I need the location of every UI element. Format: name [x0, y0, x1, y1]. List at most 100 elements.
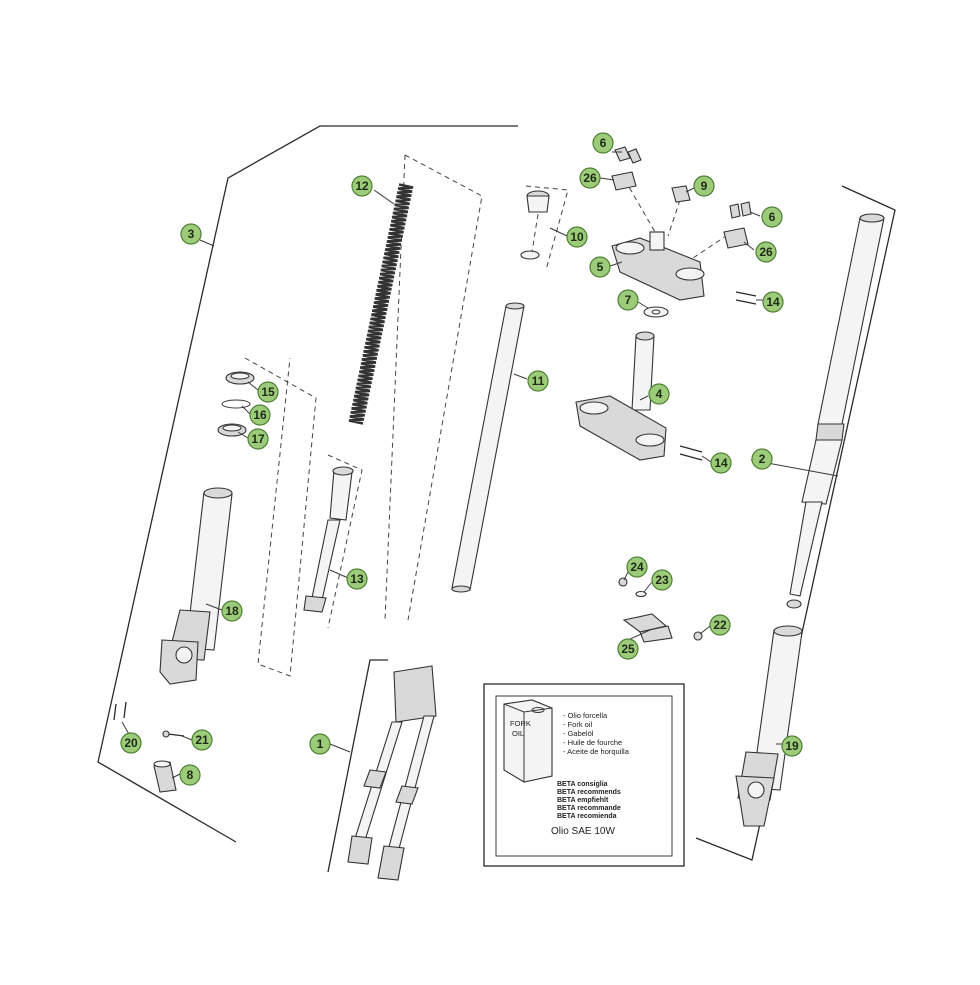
- cartridge-dashed-box: [244, 357, 363, 677]
- bracket-25: [622, 613, 673, 643]
- can-label-2: OIL: [512, 729, 524, 738]
- spring-12: [348, 183, 414, 425]
- oil-name-fr: - Huile de fourche: [563, 738, 622, 747]
- callout-badge: 7: [617, 289, 639, 311]
- can-label-1: FORK: [510, 719, 531, 728]
- svg-text:16: 16: [253, 408, 267, 422]
- oil-grade: Olio SAE 10W: [551, 826, 615, 837]
- nut-9: [671, 185, 691, 203]
- svg-text:15: 15: [261, 385, 275, 399]
- callout-badge: 21: [191, 729, 213, 751]
- svg-text:14: 14: [714, 456, 728, 470]
- svg-text:6: 6: [600, 136, 607, 150]
- svg-text:18: 18: [225, 604, 239, 618]
- callout-badge: 12: [351, 175, 373, 197]
- callout-badge: 8: [179, 764, 201, 786]
- callout-badge: 6: [761, 206, 783, 228]
- callout-badge: 10: [566, 226, 588, 248]
- oil-can-icon: FORK OIL: [503, 699, 553, 783]
- callout-badges: 1 2 3 4 5 6 6 7 8 9 10 11 12 13 14 14 15…: [120, 132, 803, 786]
- svg-text:9: 9: [701, 179, 708, 193]
- svg-text:23: 23: [655, 573, 669, 587]
- group-2-outline: [695, 185, 896, 861]
- svg-text:8: 8: [187, 768, 194, 782]
- callout-badge: 20: [120, 732, 142, 754]
- callout-badge: 2: [751, 448, 773, 470]
- callout-badge: 16: [249, 404, 271, 426]
- callout-badge: 24: [626, 556, 648, 578]
- group-3-outline: [97, 125, 518, 843]
- callout-badge: 6: [592, 132, 614, 154]
- callout-badge: 17: [247, 428, 269, 450]
- assembly-1: [347, 665, 437, 881]
- screws-14-upper: [735, 291, 757, 305]
- callout-badge: 13: [346, 568, 368, 590]
- callout-badge: 11: [527, 370, 549, 392]
- svg-text:12: 12: [355, 179, 369, 193]
- clip-16: [221, 399, 251, 409]
- oil-name-it: - Olio forcella: [563, 711, 608, 720]
- screw-21: [162, 730, 185, 738]
- screws-6-right: [729, 201, 752, 219]
- right-leg-2: [786, 213, 885, 609]
- svg-text:10: 10: [570, 230, 584, 244]
- lower-clamp-4: [575, 331, 667, 461]
- callout-badge: 15: [257, 381, 279, 403]
- oil-box-outer: [483, 683, 685, 867]
- callout-badge: 14: [710, 452, 732, 474]
- callout-badge: 1: [309, 733, 331, 755]
- callout-badge: 22: [709, 614, 731, 636]
- callout-badge: 26: [755, 241, 777, 263]
- svg-text:25: 25: [621, 642, 635, 656]
- svg-text:5: 5: [597, 260, 604, 274]
- seal-15: [225, 371, 255, 385]
- callout-badge: 4: [648, 383, 670, 405]
- svg-text:4: 4: [656, 387, 663, 401]
- clamp-26-left: [611, 171, 637, 191]
- callout-badge: 23: [651, 569, 673, 591]
- svg-text:3: 3: [188, 227, 195, 241]
- svg-text:26: 26: [583, 171, 597, 185]
- inner-tube-11: [451, 302, 525, 593]
- washer-7: [643, 306, 669, 318]
- oil-info-box: FORK OIL - Olio forcella - Fork oil - Ga…: [483, 683, 685, 867]
- callout-badge: 5: [589, 256, 611, 278]
- svg-text:19: 19: [785, 739, 799, 753]
- fork-cap-10: [520, 185, 569, 271]
- outer-tube-19: [735, 625, 803, 827]
- svg-text:11: 11: [532, 374, 545, 388]
- callout-badge: 18: [221, 600, 243, 622]
- upper-clamp-5: [611, 179, 736, 301]
- recommend-fr: BETA recommande: [557, 805, 621, 812]
- oil-name-en: - Fork oil: [563, 720, 593, 729]
- oil-name-es: - Aceite de horquilla: [563, 747, 630, 756]
- svg-text:1: 1: [317, 737, 324, 751]
- recommend-de: BETA empfiehlt: [557, 797, 609, 804]
- recommend-it: BETA consiglia: [557, 781, 608, 788]
- oil-box-inner: [495, 695, 673, 857]
- svg-text:6: 6: [769, 210, 776, 224]
- washer-23: [635, 590, 647, 598]
- svg-text:21: 21: [195, 733, 209, 747]
- callout-badge: 9: [693, 175, 715, 197]
- svg-text:22: 22: [713, 618, 727, 632]
- cartridge-13: [303, 466, 354, 613]
- svg-text:26: 26: [759, 245, 773, 259]
- callout-badge: 14: [762, 291, 784, 313]
- spring-dashed-box: [384, 154, 483, 621]
- plug-8: [153, 760, 177, 793]
- svg-text:13: 13: [350, 572, 364, 586]
- callout-badge: 25: [617, 638, 639, 660]
- svg-text:24: 24: [630, 560, 644, 574]
- svg-text:17: 17: [251, 432, 265, 446]
- recommend-en: BETA recommends: [557, 789, 621, 796]
- callout-badge: 3: [180, 223, 202, 245]
- outer-tube-18: [159, 487, 233, 685]
- recommend-es: BETA recomienda: [557, 813, 617, 820]
- callout-badge: 19: [781, 735, 803, 757]
- svg-text:14: 14: [766, 295, 780, 309]
- scraper-17: [217, 423, 247, 437]
- svg-text:7: 7: [625, 293, 632, 307]
- svg-text:20: 20: [124, 736, 138, 750]
